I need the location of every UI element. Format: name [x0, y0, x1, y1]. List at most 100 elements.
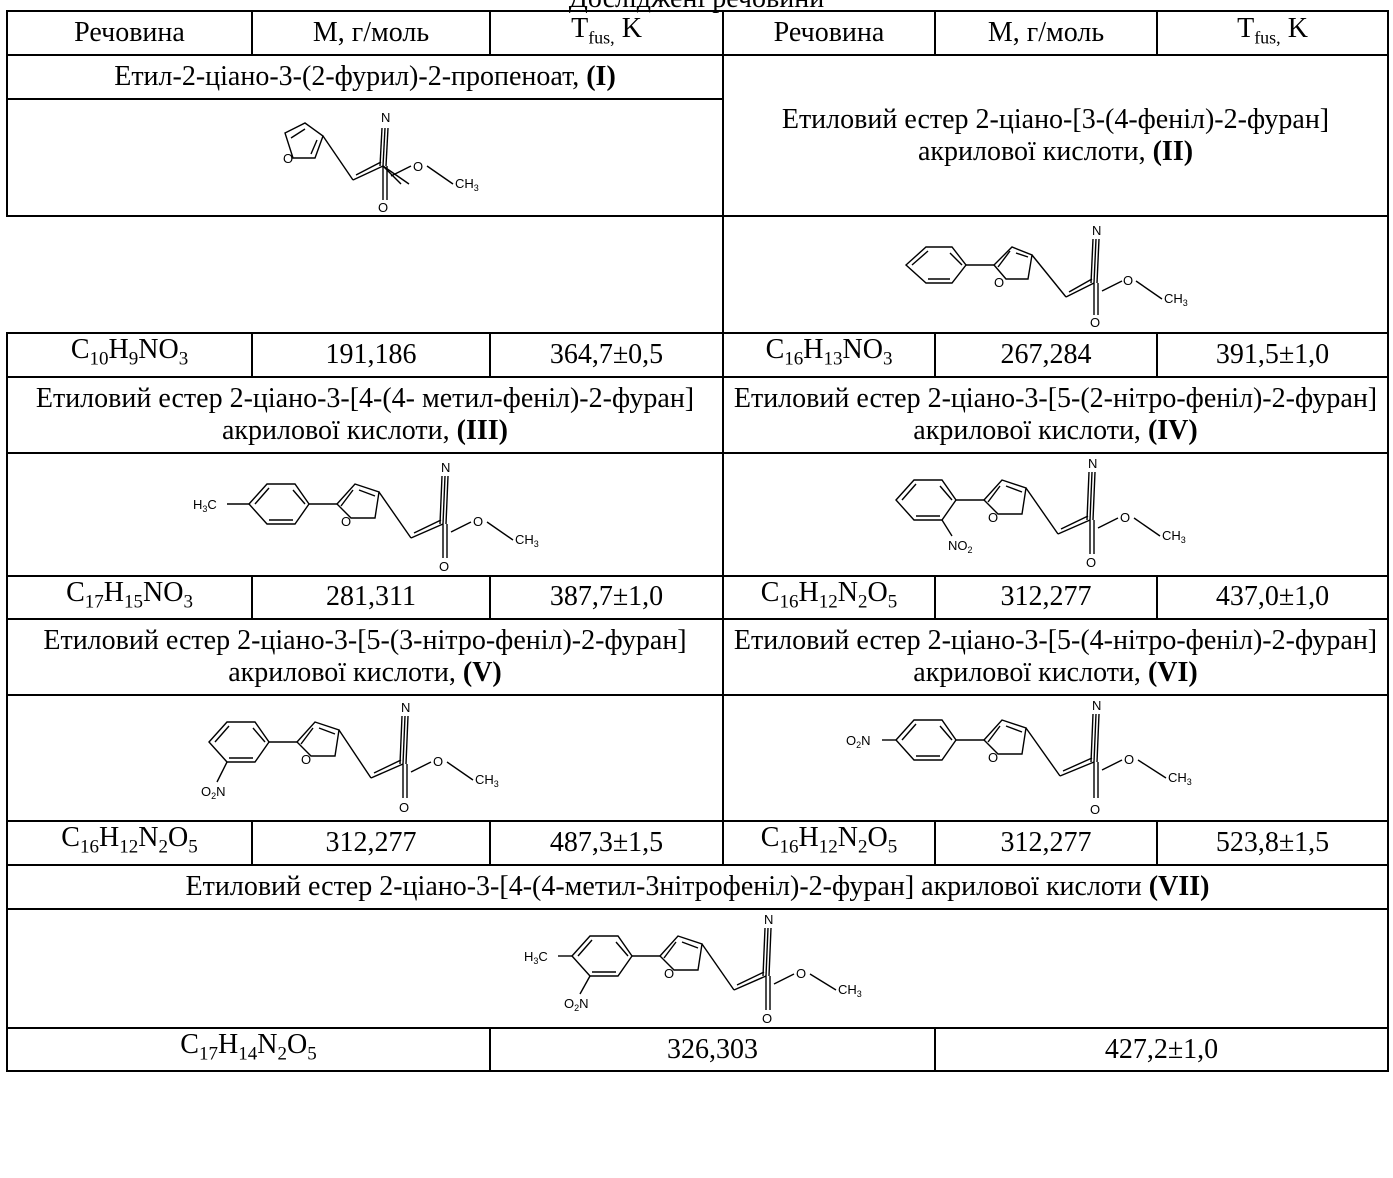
compound-name-text: Етил-2-ціано-3-(2-фурил)-2-пропеноат, — [114, 61, 587, 92]
formula-element: O — [167, 822, 189, 854]
svg-text:O: O — [301, 752, 311, 767]
compound-name-text: Етиловий естер 2-ціано-3-[5-(2-нітро-фен… — [733, 382, 1378, 446]
svg-text:O2N: O2N — [846, 733, 871, 750]
structure-cell: H3C N O O O CH3 — [6, 451, 724, 577]
svg-text:O: O — [341, 514, 351, 529]
header-row: Речовина М, г/моль Tfus, K Речовина М, г… — [6, 10, 1389, 56]
formula-subscript: 17 — [198, 1043, 218, 1065]
svg-text:N: N — [381, 110, 390, 125]
formula-element: N — [837, 576, 858, 608]
svg-text:NO2: NO2 — [948, 538, 973, 555]
tfus-cell: 387,7±1,0 — [489, 574, 724, 621]
formula-subscript: 14 — [238, 1043, 258, 1065]
svg-text:O2N: O2N — [201, 784, 226, 801]
formula-subscript: 5 — [887, 591, 898, 613]
formula-subscript: 2 — [857, 836, 868, 858]
formula-element: H — [217, 1028, 239, 1060]
formula-cell: C16H12N2O5 — [6, 820, 253, 866]
svg-text:O: O — [988, 510, 998, 525]
compound-id: (II) — [1152, 135, 1194, 167]
formula-subscript: 15 — [123, 591, 143, 613]
svg-text:N: N — [441, 460, 450, 475]
svg-text:O: O — [1120, 510, 1130, 525]
structure-V: N O O O O2N CH3 — [201, 700, 499, 815]
tfus-cell: 427,2±1,0 — [934, 1026, 1389, 1073]
structure-cell: O2N N O O O CH3 — [722, 694, 1389, 823]
formula-element: C — [180, 1028, 199, 1060]
structure-row: H3C N O O O O2N CH3 — [6, 907, 1389, 1029]
formula-element: H — [798, 822, 819, 854]
svg-text:O: O — [1086, 555, 1096, 570]
name-row: Етил-2-ціано-3-(2-фурил)-2-пропеноат, (I… — [6, 54, 1389, 217]
svg-text:CH3: CH3 — [1168, 770, 1192, 787]
formula-element: N — [138, 822, 159, 854]
tfus-cell: 391,5±1,0 — [1156, 332, 1389, 378]
formula-cell: C17H14N2O5 — [6, 1026, 491, 1073]
formula-cell: C10H9NO3 — [6, 332, 253, 378]
formula-element: NO — [142, 576, 184, 608]
compound-name: Етиловий естер 2-ціано-3-[4-(4-метил-3ні… — [6, 863, 1389, 910]
svg-text:CH3: CH3 — [455, 176, 479, 193]
formula-element: O — [867, 822, 888, 854]
formula-element: C — [70, 334, 90, 365]
formula-subscript: 5 — [307, 1043, 317, 1065]
compound-name-text: Етиловий естер 2-ціано-3-[5-(4-нітро-фен… — [733, 625, 1378, 689]
svg-text:CH3: CH3 — [475, 772, 499, 789]
svg-text:O: O — [378, 200, 388, 215]
molar-mass-cell: 267,284 — [934, 332, 1158, 378]
formula-element: N — [837, 822, 858, 854]
compound-name: Етил-2-ціано-3-(2-фурил)-2-пропеноат, (I… — [6, 54, 724, 100]
compound-id: (IV) — [1147, 414, 1198, 446]
svg-text:CH3: CH3 — [515, 532, 539, 549]
molar-mass-cell: 191,186 — [251, 332, 491, 378]
structure-II: N O O O CH3 — [904, 223, 1187, 330]
data-row: C17H15NO3 281,311 387,7±1,0 C16H12N2O5 3… — [6, 574, 1389, 621]
formula-subscript: 13 — [823, 348, 843, 370]
tfus-cell: 487,3±1,5 — [489, 820, 724, 866]
formula-element: O — [867, 576, 888, 608]
formula-subscript: 12 — [119, 836, 139, 858]
svg-text:O: O — [473, 514, 483, 529]
svg-text:O: O — [283, 151, 293, 166]
compound-name-text: Етиловий естер 2-ціано-3-[4-(4- метил-фе… — [35, 382, 695, 446]
svg-text:O: O — [433, 754, 443, 769]
molar-mass-cell: 312,277 — [934, 820, 1158, 866]
substances-table: Речовина М, г/моль Tfus, K Речовина М, г… — [6, 10, 1389, 1073]
svg-text:O2N: O2N — [564, 996, 589, 1013]
formula-element: NO — [138, 334, 179, 365]
formula-subscript: 3 — [183, 591, 193, 613]
molar-mass-cell: 281,311 — [251, 574, 491, 621]
compound-id: (III) — [456, 414, 508, 446]
svg-text:O: O — [413, 159, 423, 174]
svg-text:N: N — [1092, 223, 1101, 238]
formula-subscript: 5 — [188, 836, 198, 858]
tfus-cell: 364,7±0,5 — [489, 332, 724, 378]
compound-name-text: Етиловий естер 2-ціано-[3-(4-феніл)-2-фу… — [781, 103, 1330, 167]
structure-I: N O O O CH3 — [283, 110, 479, 215]
structure-IV: N O O O NO2 CH3 — [894, 456, 1185, 570]
formula-element: O — [286, 1028, 308, 1060]
name-row: Етиловий естер 2-ціано-3-[5-(3-нітро-фен… — [6, 618, 1389, 697]
formula-element: C — [66, 576, 85, 608]
formula-element: H — [98, 822, 120, 854]
formula-subscript: 3 — [882, 348, 893, 370]
compound-name-text: Етиловий естер 2-ціано-3-[4-(4-метил-3ні… — [185, 870, 1149, 902]
formula-element: C — [61, 822, 80, 854]
formula-element: C — [760, 576, 780, 608]
tfus-subscript: fus, — [1254, 27, 1281, 48]
formula-subscript: 5 — [887, 836, 898, 858]
formula-cell: C16H12N2O5 — [722, 574, 936, 621]
svg-text:O: O — [1123, 273, 1133, 288]
compound-id: (VI) — [1147, 657, 1198, 689]
formula-cell: C17H15NO3 — [6, 574, 253, 621]
header-substance: Речовина — [6, 10, 253, 56]
structure-cell: N O O O NO2 CH3 — [722, 451, 1389, 577]
tfus-symbol: T — [571, 12, 589, 44]
header-molar-mass: М, г/моль — [934, 10, 1158, 56]
compound-id: (VII) — [1148, 870, 1210, 902]
svg-text:O: O — [439, 559, 449, 574]
svg-text:O: O — [994, 275, 1004, 290]
compound-name: Етиловий естер 2-ціано-3-[5-(4-нітро-фен… — [722, 618, 1389, 697]
svg-text:CH3: CH3 — [838, 982, 862, 999]
tfus-symbol: T — [1237, 12, 1255, 44]
